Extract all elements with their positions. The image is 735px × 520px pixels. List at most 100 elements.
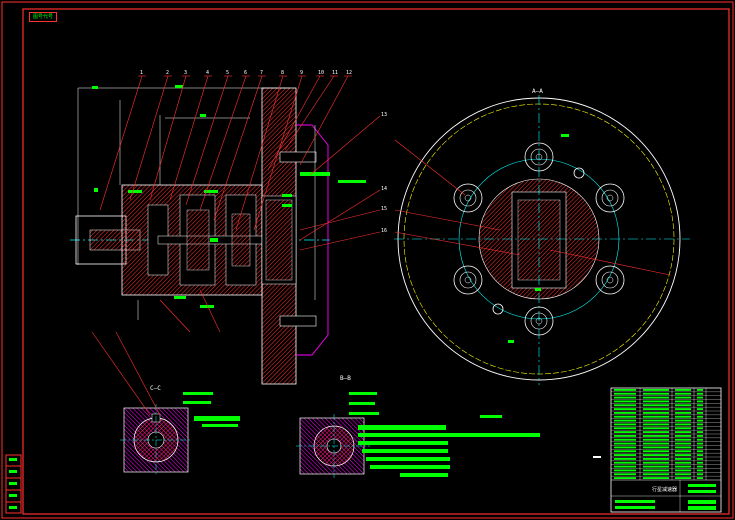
title-row-material — [675, 404, 691, 407]
title-row-name — [643, 412, 669, 414]
side-label: 15 — [381, 206, 387, 212]
main-section-view — [70, 75, 381, 385]
right-view-aa: A—A — [394, 88, 690, 385]
bolt-hole-core — [464, 194, 472, 202]
title-row-code — [614, 477, 636, 479]
title-row-qty — [697, 412, 703, 414]
title-row-material — [675, 415, 691, 418]
balloon-label: 9 — [300, 70, 303, 76]
bolt-hole-outer — [595, 265, 625, 295]
title-row-qty — [697, 400, 703, 403]
balloon-label: 2 — [166, 70, 169, 76]
bolt-hole-inner — [459, 189, 477, 207]
balloon-label: 7 — [260, 70, 263, 76]
title-row-code — [614, 423, 636, 426]
balloon-label: 6 — [244, 70, 247, 76]
title-row-qty — [697, 389, 703, 391]
balloon-label: 12 — [346, 70, 352, 76]
title-row-code — [614, 454, 636, 456]
bolt-hole-inner — [530, 312, 548, 330]
title-row-qty — [697, 427, 703, 430]
title-row-code — [614, 389, 636, 391]
side-label: 13 — [381, 112, 387, 118]
bolt-hole-core — [606, 276, 614, 284]
title-row-code — [614, 458, 636, 460]
title-row-code — [614, 446, 636, 449]
title-row-name — [643, 431, 669, 433]
title-row-code — [614, 442, 636, 445]
title-row-material — [675, 458, 691, 460]
title-row-material — [675, 408, 691, 410]
corner-tag: 图号代号 — [29, 12, 57, 22]
bolt-hole-core — [464, 276, 472, 284]
title-row-qty — [697, 431, 703, 433]
left-mini-block — [5, 454, 22, 514]
drawing-name: 行星减速器 — [652, 486, 677, 493]
title-row-name — [643, 404, 669, 407]
title-row-material — [675, 438, 691, 441]
title-row-material — [675, 473, 691, 476]
bolt-hole-inner — [601, 189, 619, 207]
title-row-qty — [697, 392, 703, 395]
title-row-name — [643, 392, 669, 395]
title-row-name — [643, 415, 669, 418]
view-aa-title: A—A — [532, 88, 543, 95]
title-row-material — [675, 412, 691, 414]
title-row-material — [675, 400, 691, 403]
title-row-name — [643, 396, 669, 399]
bolt-hole-outer — [595, 183, 625, 213]
title-row-code — [614, 431, 636, 433]
title-row-name — [643, 423, 669, 426]
title-row-qty — [697, 415, 703, 418]
title-row-code — [614, 438, 636, 441]
title-row-name — [643, 473, 669, 476]
section-cc: C—C — [91, 331, 240, 476]
title-row-code — [614, 461, 636, 464]
title-row-name — [643, 435, 669, 437]
title-row-code — [614, 392, 636, 395]
title-row-code — [614, 396, 636, 399]
title-row-code — [614, 404, 636, 407]
balloon-label: 10 — [318, 70, 324, 76]
title-row-name — [643, 477, 669, 479]
title-row-material — [675, 465, 691, 468]
title-row-name — [643, 461, 669, 464]
title-row-code — [614, 412, 636, 414]
title-row-qty — [697, 465, 703, 468]
bolt-hole-inner — [601, 271, 619, 289]
bolt-hole-inner — [459, 271, 477, 289]
title-row-name — [643, 442, 669, 445]
bolt-hole-outer — [524, 306, 554, 336]
title-block: 行星减速器 — [593, 387, 722, 513]
title-row-material — [675, 396, 691, 399]
title-row-name — [643, 458, 669, 460]
title-row-name — [643, 454, 669, 456]
bolt-hole-outer — [524, 142, 554, 172]
title-row-code — [614, 415, 636, 418]
title-row-qty — [697, 473, 703, 476]
title-row-qty — [697, 423, 703, 426]
balloon-label: 4 — [206, 70, 209, 76]
bolt-hole-core — [535, 317, 543, 325]
title-row-code — [614, 419, 636, 422]
title-row-qty — [697, 404, 703, 407]
title-row-code — [614, 465, 636, 468]
title-row-material — [675, 423, 691, 426]
title-row-qty — [697, 458, 703, 460]
bolt-hole-inner — [530, 148, 548, 166]
title-row-material — [675, 435, 691, 437]
bolt-hole-outer — [453, 265, 483, 295]
title-row-name — [643, 438, 669, 441]
title-row-qty — [697, 477, 703, 479]
title-row-material — [675, 392, 691, 395]
title-row-qty — [697, 469, 703, 472]
title-row-name — [643, 419, 669, 422]
title-row-name — [643, 469, 669, 472]
balloon-label: 11 — [332, 70, 338, 76]
balloon-label: 1 — [140, 70, 143, 76]
title-row-qty — [697, 435, 703, 437]
title-row-code — [614, 435, 636, 437]
title-row-material — [675, 450, 691, 453]
